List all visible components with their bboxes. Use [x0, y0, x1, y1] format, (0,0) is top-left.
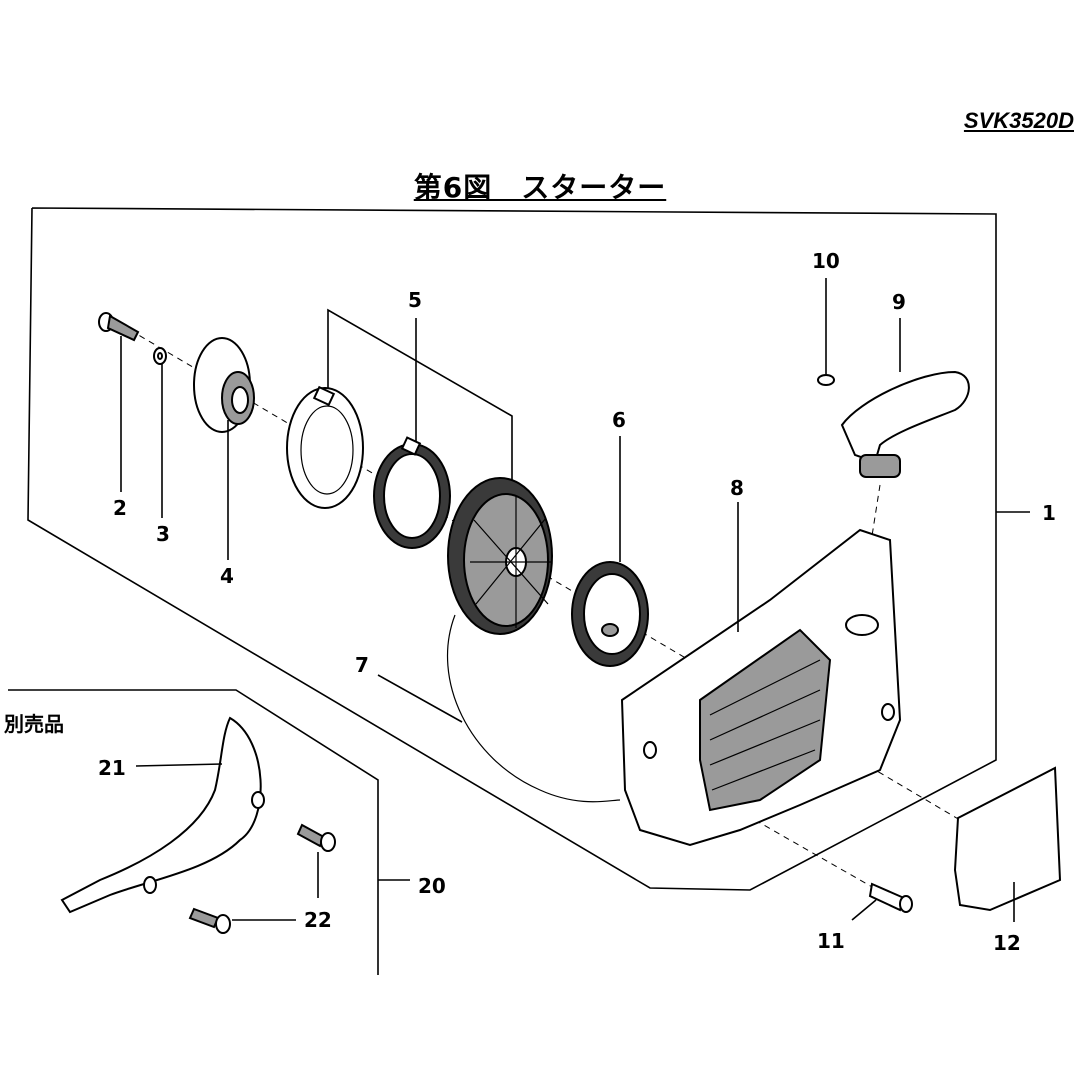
rope-pulley-part — [447, 477, 553, 635]
callout-10: 10 — [812, 249, 840, 273]
starter-handle-part — [840, 370, 970, 478]
callout-7: 7 — [355, 653, 369, 677]
callout-4: 4 — [220, 564, 234, 588]
starter-spring-part — [373, 436, 451, 549]
callout-12: 12 — [993, 931, 1021, 955]
starter-case-part — [620, 528, 902, 847]
leader-11 — [851, 899, 877, 921]
cover-plate-part — [953, 766, 1062, 912]
callout-8: 8 — [730, 476, 744, 500]
leader-21 — [135, 763, 223, 767]
callout-5: 5 — [408, 288, 422, 312]
spring-case-part — [286, 385, 364, 509]
bracket-5 — [327, 308, 513, 490]
callout-11: 11 — [817, 929, 845, 953]
rope-ring-part — [817, 374, 835, 386]
callout-2: 2 — [113, 496, 127, 520]
callout-9: 9 — [892, 290, 906, 314]
callout-1: 1 — [1042, 501, 1056, 525]
guard-screw-part — [188, 823, 336, 934]
callout-22: 22 — [304, 908, 332, 932]
callout-21: 21 — [98, 756, 126, 780]
figure-title: 第6図 スターター — [413, 171, 667, 204]
guard-part — [60, 716, 265, 914]
washer-part — [153, 347, 167, 365]
separate-sale-frame — [8, 689, 379, 975]
separate-sale-label: 別売品 — [4, 712, 64, 736]
leader-7 — [377, 674, 463, 723]
starter-rope-part — [446, 614, 621, 803]
assembly-frame — [27, 207, 997, 891]
callout-20: 20 — [418, 874, 446, 898]
bolt-part — [868, 882, 913, 913]
callout-6: 6 — [612, 408, 626, 432]
model-number: SVK3520D — [963, 108, 1074, 133]
ratchet-part — [193, 337, 255, 433]
recoil-spring-part — [571, 561, 649, 667]
screw-part — [98, 312, 140, 342]
callout-3: 3 — [156, 522, 170, 546]
